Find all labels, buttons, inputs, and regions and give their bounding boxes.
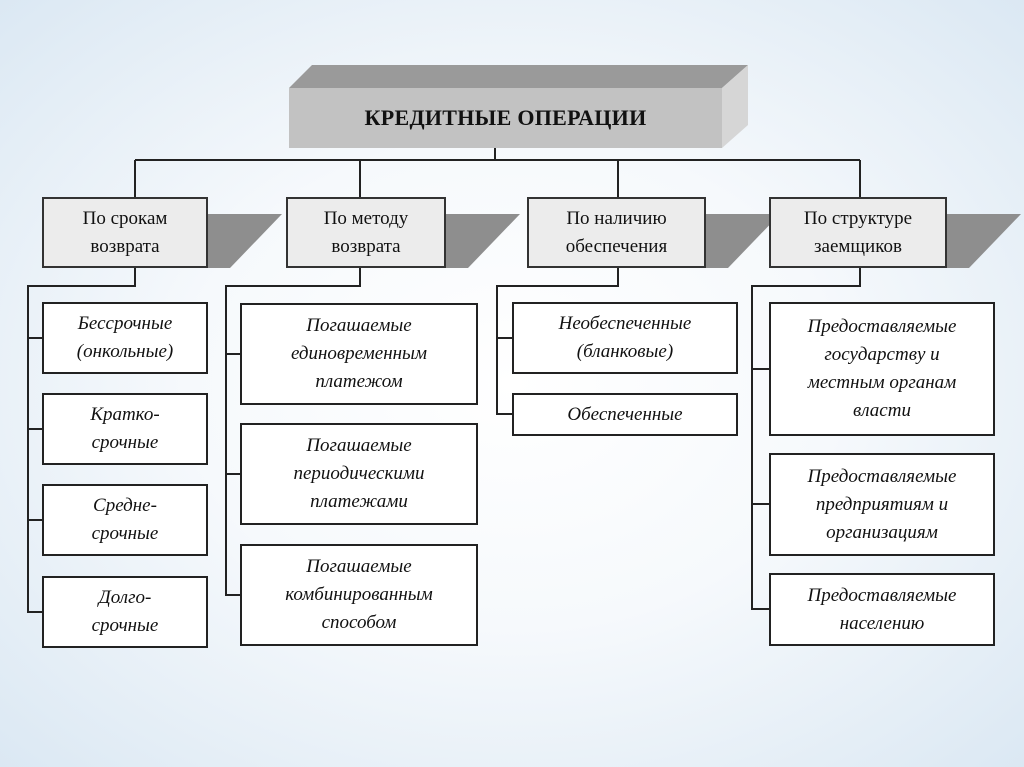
- category-method: По методу возврата: [286, 197, 446, 268]
- category-collateral: По наличию обеспечения: [527, 197, 706, 268]
- category-term: По срокам возврата: [42, 197, 208, 268]
- item-box: Погашаемые комбинированным способом: [240, 544, 478, 646]
- item-box: Погашаемые единовременным платежом: [240, 303, 478, 405]
- item-box: Обеспеченные: [512, 393, 738, 436]
- category-shadows: [208, 214, 1021, 268]
- item-box: Предоставляемые населению: [769, 573, 995, 646]
- category-borrower: По структуре заемщиков: [769, 197, 947, 268]
- connector-lines: [27, 148, 861, 613]
- page-title: КРЕДИТНЫЕ ОПЕРАЦИИ: [364, 105, 647, 130]
- item-box: Средне- срочные: [42, 484, 208, 556]
- item-box: Необеспеченные (бланковые): [512, 302, 738, 374]
- item-box: Кратко- срочные: [42, 393, 208, 465]
- item-box: Погашаемые периодическими платежами: [240, 423, 478, 525]
- item-box: Бессрочные (онкольные): [42, 302, 208, 374]
- item-box: Предоставляемые государству и местным ор…: [769, 302, 995, 436]
- item-box: Предоставляемые предприятиям и организац…: [769, 453, 995, 556]
- title-3d-block: [289, 65, 748, 148]
- item-box: Долго- срочные: [42, 576, 208, 648]
